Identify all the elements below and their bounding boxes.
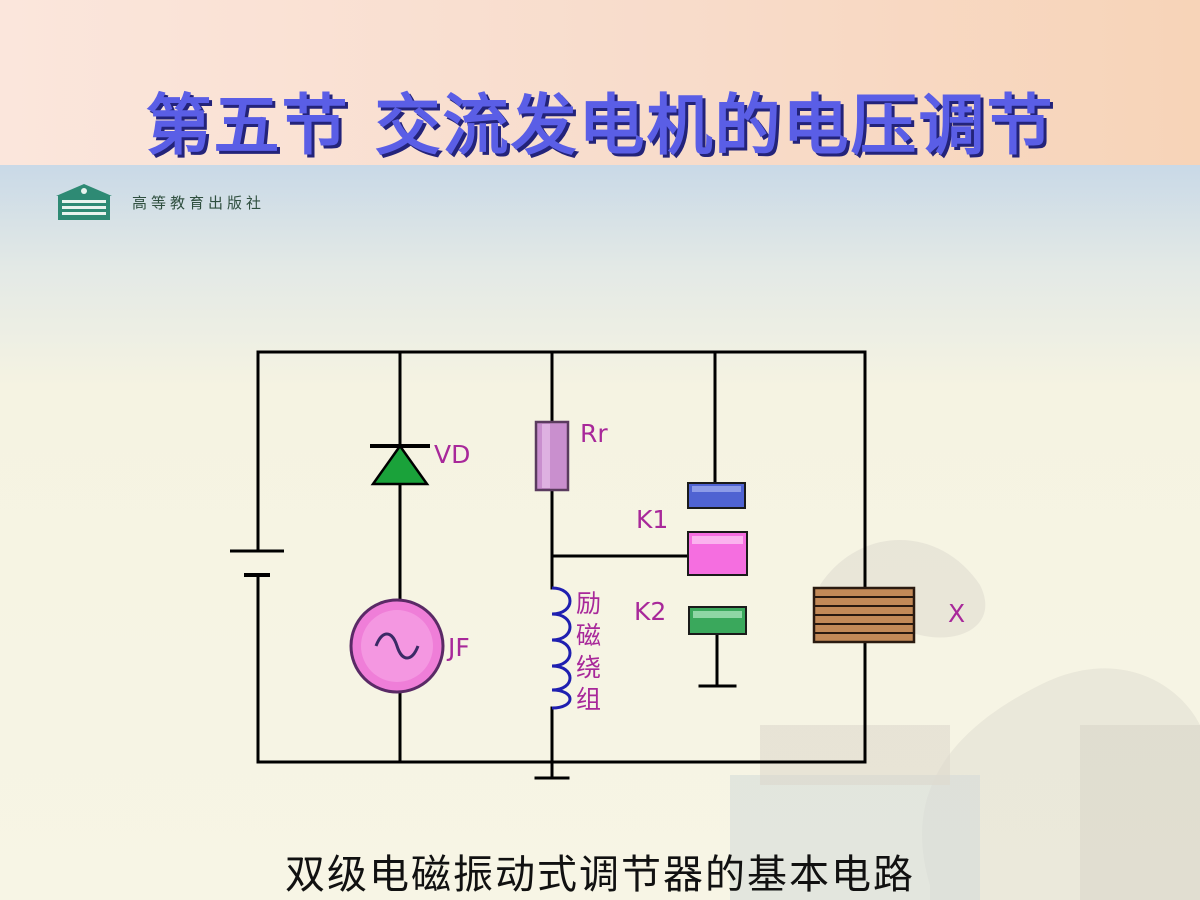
label-winding-1: 励 bbox=[576, 589, 601, 618]
resistor-rr bbox=[534, 420, 570, 492]
title-band bbox=[0, 0, 1200, 165]
coil-x bbox=[812, 586, 916, 644]
diode-vd bbox=[370, 443, 430, 486]
excitation-winding-coil bbox=[551, 586, 572, 710]
label-jf: JF bbox=[446, 633, 470, 662]
label-rr: Rr bbox=[580, 419, 608, 448]
diagram-caption: 双级电磁振动式调节器的基本电路 bbox=[285, 852, 915, 898]
label-x: X bbox=[948, 599, 965, 628]
label-winding-2: 磁 bbox=[576, 621, 601, 650]
battery-symbol bbox=[230, 549, 284, 577]
publisher-emblem-icon bbox=[56, 184, 112, 220]
publisher-name: 高等教育出版社 bbox=[132, 193, 266, 212]
label-vd: VD bbox=[434, 440, 470, 469]
label-k1: K1 bbox=[636, 505, 668, 534]
label-winding-3: 绕 bbox=[576, 653, 601, 682]
generator-jf bbox=[349, 598, 445, 694]
label-winding-4: 组 bbox=[576, 685, 601, 714]
slide-title: 第五节 交流发电机的电压调节 bbox=[145, 87, 1055, 164]
publisher-logo: 高等教育出版社 bbox=[52, 182, 265, 222]
label-k2: K2 bbox=[634, 597, 666, 626]
